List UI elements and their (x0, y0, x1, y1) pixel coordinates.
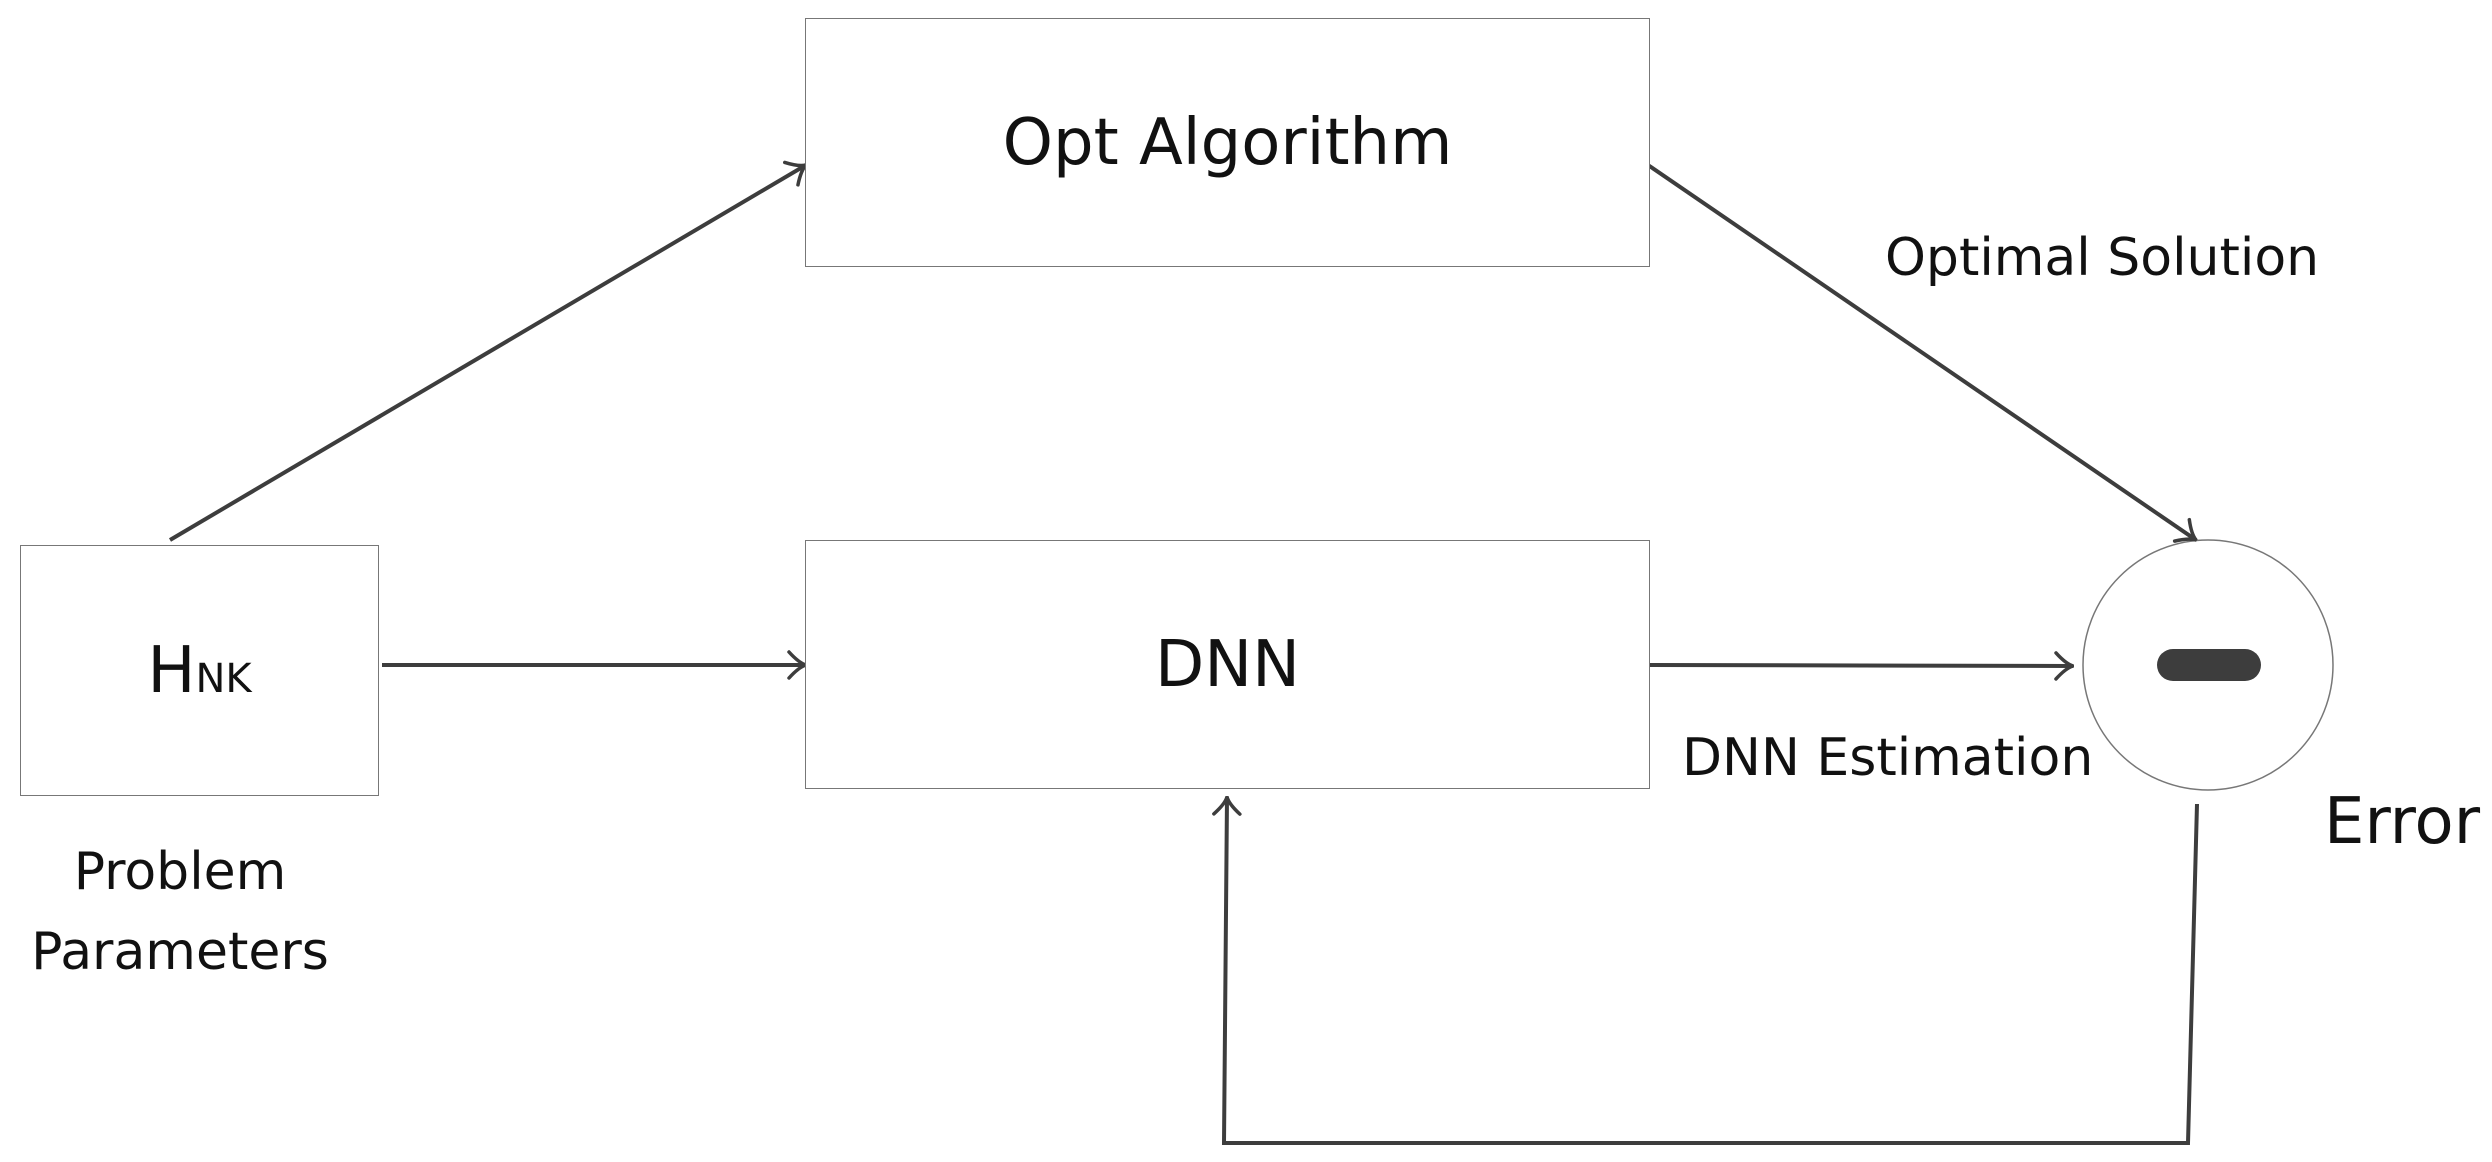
dnn-box: DNN (805, 540, 1650, 789)
opt-algorithm-label: Opt Algorithm (1002, 105, 1453, 180)
input-subscript: NK (195, 655, 252, 702)
problem-parameters-label: Problem Parameters (20, 832, 340, 992)
arrow-opt-to-error (1646, 163, 2196, 540)
optimal-solution-label: Optimal Solution (1885, 228, 2320, 288)
arrow-dnn-to-error (1647, 665, 2073, 666)
dnn-estimation-label: DNN Estimation (1682, 728, 2094, 788)
input-main-symbol: H (147, 633, 196, 708)
opt-algorithm-box: Opt Algorithm (805, 18, 1650, 267)
input-box: HNK (20, 545, 379, 796)
dnn-label: DNN (1154, 627, 1301, 702)
minus-icon (2157, 649, 2261, 681)
arrow-input-to-opt (168, 165, 806, 542)
input-label: HNK (147, 634, 251, 708)
problem-line-1: Problem (73, 842, 287, 902)
feedback-arrow (1224, 797, 2199, 1145)
error-label: Error (2324, 785, 2480, 859)
problem-line-2: Parameters (31, 922, 329, 982)
